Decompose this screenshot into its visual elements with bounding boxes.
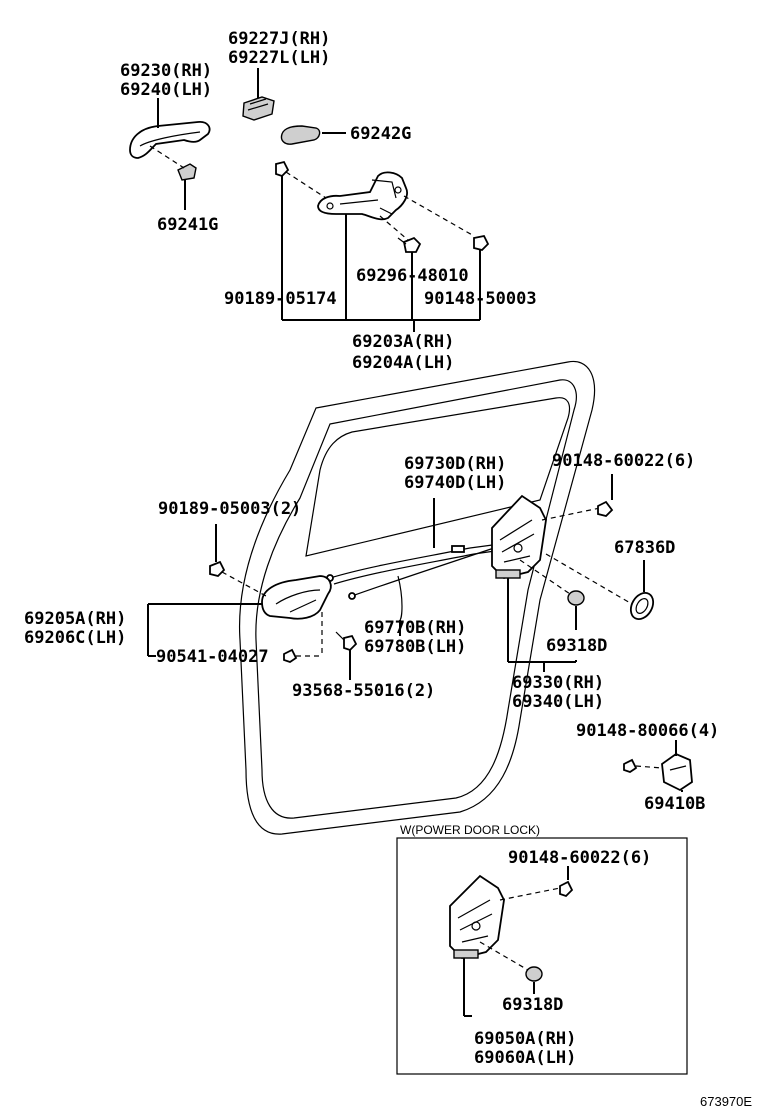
dash-lock-bolt — [541, 507, 601, 521]
dash-handle-cap — [149, 145, 185, 169]
bolt-90148-60022 — [597, 500, 614, 517]
dash-lock-grommet — [545, 553, 633, 605]
label-69203A: 69203A(RH) — [352, 332, 454, 352]
cable-69730D — [326, 543, 503, 585]
dash-inset-bolt — [499, 887, 561, 901]
label-69227J: 69227J(RH) — [228, 29, 330, 49]
label-69770B: 69770B(RH) — [364, 618, 466, 638]
inset-cap-69318D — [525, 966, 543, 982]
handle-pad-69227 — [242, 96, 275, 121]
power-door-lock-69050A — [449, 874, 505, 959]
label-69206C: 69206C(LH) — [24, 628, 126, 648]
figure-reference-code: 673970E — [700, 1094, 752, 1109]
outside-handle-69230 — [129, 121, 211, 159]
label-90189-05003: 90189-05003(2) — [158, 499, 301, 519]
label-90148-50003: 90148-50003 — [424, 289, 537, 309]
grommet-67836D — [629, 591, 655, 621]
bolt-90148-80066 — [623, 758, 638, 773]
label-90189-05174: 90189-05174 — [224, 289, 337, 309]
label-69740D: 69740D(LH) — [404, 473, 506, 493]
pad-69242G — [280, 125, 321, 145]
label-69241G: 69241G — [157, 215, 218, 235]
cable-69770B — [348, 545, 501, 621]
label-90148-60022: 90148-60022(6) — [552, 451, 695, 471]
cap-69318D — [567, 590, 585, 606]
handle-cap-69241G — [177, 163, 197, 181]
inset-label-69060A: 69060A(LH) — [474, 1048, 576, 1068]
screw-90189-05174 — [275, 160, 290, 178]
label-69240: 69240(LH) — [120, 80, 212, 100]
inset-box — [396, 837, 688, 1075]
label-90541: 90541-04027 — [156, 647, 269, 667]
striker-69410B — [661, 752, 693, 792]
label-69730D: 69730D(RH) — [404, 454, 506, 474]
inset-label-69050A: 69050A(RH) — [474, 1029, 576, 1049]
dash-striker — [635, 765, 663, 769]
dash-frame-right — [403, 195, 475, 237]
dash-inset-cap — [479, 941, 529, 971]
door-panel — [238, 360, 596, 835]
door-lock-69330 — [491, 494, 547, 579]
label-69318D: 69318D — [546, 636, 607, 656]
bolt-90148-50003 — [473, 234, 490, 251]
label-69296: 69296-48010 — [356, 266, 469, 286]
dash-lock-cap — [519, 559, 571, 595]
label-69330: 69330(RH) — [512, 673, 604, 693]
label-69204A: 69204A(LH) — [352, 353, 454, 373]
bolt-93568-55016 — [335, 631, 358, 652]
label-90148-80066: 90148-80066(4) — [576, 721, 719, 741]
screw-90189-05003 — [209, 560, 226, 577]
handle-frame-69203A — [317, 171, 408, 221]
label-69227L: 69227L(LH) — [228, 48, 330, 68]
label-69410B: 69410B — [644, 794, 705, 814]
inset-label-69318D: 69318D — [502, 995, 563, 1015]
label-69230: 69230(RH) — [120, 61, 212, 81]
dash-bolt — [379, 215, 409, 241]
bolt-69296 — [397, 236, 422, 253]
clip-90541-04027 — [283, 648, 298, 663]
inset-label-90148-60022: 90148-60022(6) — [508, 848, 651, 868]
inset-bolt-90148-60022 — [559, 880, 574, 898]
dash-frame-left — [285, 171, 327, 199]
label-69340: 69340(LH) — [512, 692, 604, 712]
inside-handle-69205A — [261, 575, 332, 620]
label-69205A: 69205A(RH) — [24, 609, 126, 629]
label-67836D: 67836D — [614, 538, 675, 558]
inset-title: W(POWER DOOR LOCK) — [400, 823, 540, 837]
label-93568: 93568-55016(2) — [292, 681, 435, 701]
label-69780B: 69780B(LH) — [364, 637, 466, 657]
label-69242G: 69242G — [350, 124, 411, 144]
